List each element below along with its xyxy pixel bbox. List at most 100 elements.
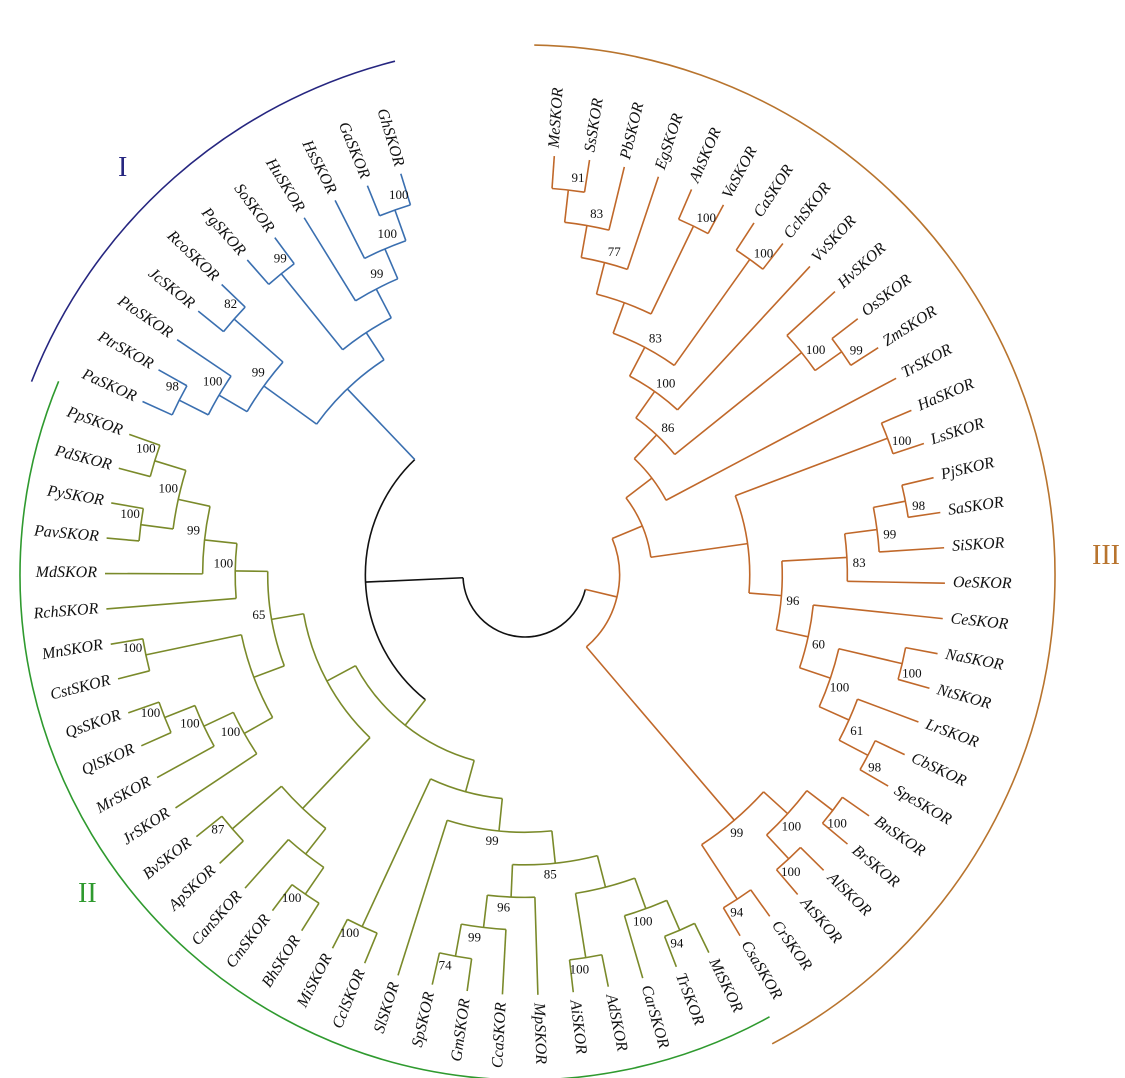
bootstrap-value: 98 [868, 759, 881, 774]
internal-node-arc [158, 701, 172, 733]
internal-node-arc [302, 613, 371, 739]
leaf-branch [334, 200, 366, 259]
leaf-label: GhSKOR [373, 106, 407, 168]
leaf-branch [626, 176, 660, 270]
bootstrap-value: 99 [486, 833, 499, 848]
bootstrap-value: 82 [224, 296, 237, 311]
leaf-label: AiSKOR [566, 998, 589, 1055]
clade-I-arc [30, 60, 396, 382]
leaf-branch [466, 958, 473, 992]
leaf-branch [140, 731, 172, 747]
leaf-label: CbSKOR [909, 750, 970, 791]
leaf-label: CeSKOR [950, 610, 1009, 633]
bootstrap-value: 100 [830, 680, 850, 695]
leaf-branch [881, 409, 912, 424]
leaf-label: OsSKOR [858, 271, 914, 320]
leaf-label: MiSKOR [294, 951, 336, 1011]
leaf-branch [303, 217, 357, 302]
leaf-branch [623, 915, 644, 979]
bootstrap-value: 100 [696, 210, 716, 225]
leaf-label: PpSKOR [64, 403, 125, 439]
branch [625, 477, 653, 499]
internal-node-arc [461, 923, 506, 931]
internal-node-arc [722, 889, 752, 909]
leaf-label: SpSKOR [409, 990, 438, 1049]
leaf-label: AlSKOR [823, 869, 874, 920]
branch [233, 318, 284, 363]
branch [178, 498, 211, 508]
leaf-label: JrSKOR [119, 804, 173, 848]
leaf-branch [676, 265, 811, 411]
bootstrap-value: 100 [141, 705, 161, 720]
leaf-label: AhSKOR [686, 125, 725, 186]
leaf-label: PaSKOR [79, 365, 140, 405]
leaf-label: CmSKOR [223, 911, 274, 971]
leaf-branch [897, 678, 930, 689]
leaf-branch [274, 237, 295, 265]
leaf-branch [221, 283, 246, 308]
leaf-label: CchSKOR [780, 179, 834, 242]
leaf-label: HuSKOR [262, 155, 308, 216]
internal-node-arc [872, 507, 880, 553]
bootstrap-value: 99 [850, 343, 863, 358]
leaf-branch [908, 511, 941, 519]
bootstrap-value: 100 [203, 373, 223, 388]
internal-node-arc [596, 293, 652, 315]
leaf-branch [786, 290, 836, 337]
bootstrap-value: 98 [912, 498, 925, 513]
branch [806, 790, 834, 812]
bootstrap-value: 100 [656, 376, 676, 391]
branch [482, 895, 489, 928]
leaf-branch [568, 959, 575, 993]
bootstrap-value: 100 [633, 914, 653, 929]
bootstrap-value: 77 [608, 244, 622, 259]
leaf-label: ApSKOR [165, 862, 220, 915]
branch [814, 351, 843, 372]
leaf-branch [901, 476, 934, 486]
leaf-label: MdSKOR [35, 564, 98, 581]
internal-node-arc [831, 338, 852, 366]
branch [305, 827, 327, 855]
leaf-label: CanSKOR [188, 888, 245, 949]
bootstrap-value: 99 [468, 929, 481, 944]
internal-node-arc [142, 638, 151, 672]
leaf-label: MtSKOR [705, 955, 746, 1015]
branch [243, 716, 274, 735]
internal-node-arc [880, 422, 894, 454]
branch [280, 273, 344, 351]
leaf-branch [534, 897, 539, 995]
branch [551, 830, 557, 864]
leaf-branch [722, 907, 741, 937]
internal-node-arc [280, 785, 327, 830]
leaf-label: PySKOR [45, 482, 105, 509]
bootstrap-value: 99 [883, 527, 896, 542]
internal-node-arc [430, 778, 503, 800]
leaf-label: HaSKOR [914, 375, 977, 414]
leaf-branch [677, 189, 693, 220]
branch [635, 390, 656, 419]
branch [634, 877, 647, 909]
leaf-branch [583, 159, 591, 193]
internal-node-arc [138, 508, 145, 542]
bootstrap-value: 100 [378, 226, 398, 241]
branch [844, 528, 878, 535]
bootstrap-value: 83 [590, 206, 603, 221]
bootstrap-value: 85 [544, 867, 557, 882]
leaf-label: CcaSKOR [489, 1002, 510, 1069]
branch [612, 302, 626, 334]
branch [231, 785, 283, 830]
leaf-branch [128, 433, 161, 447]
leaf-branch [118, 467, 151, 478]
bootstrap-value: 100 [827, 815, 847, 830]
internal-node-arc [354, 665, 475, 762]
branch [781, 556, 847, 562]
leaf-branch [859, 768, 889, 787]
leaf-label: MpSKOR [530, 1002, 549, 1065]
leaf-branch [850, 347, 879, 367]
bootstrap-value: 100 [282, 890, 302, 905]
leaf-branch [175, 753, 258, 809]
leaf-label: HvSKOR [834, 240, 890, 293]
internal-node-arc [221, 815, 244, 842]
branch [628, 346, 646, 377]
